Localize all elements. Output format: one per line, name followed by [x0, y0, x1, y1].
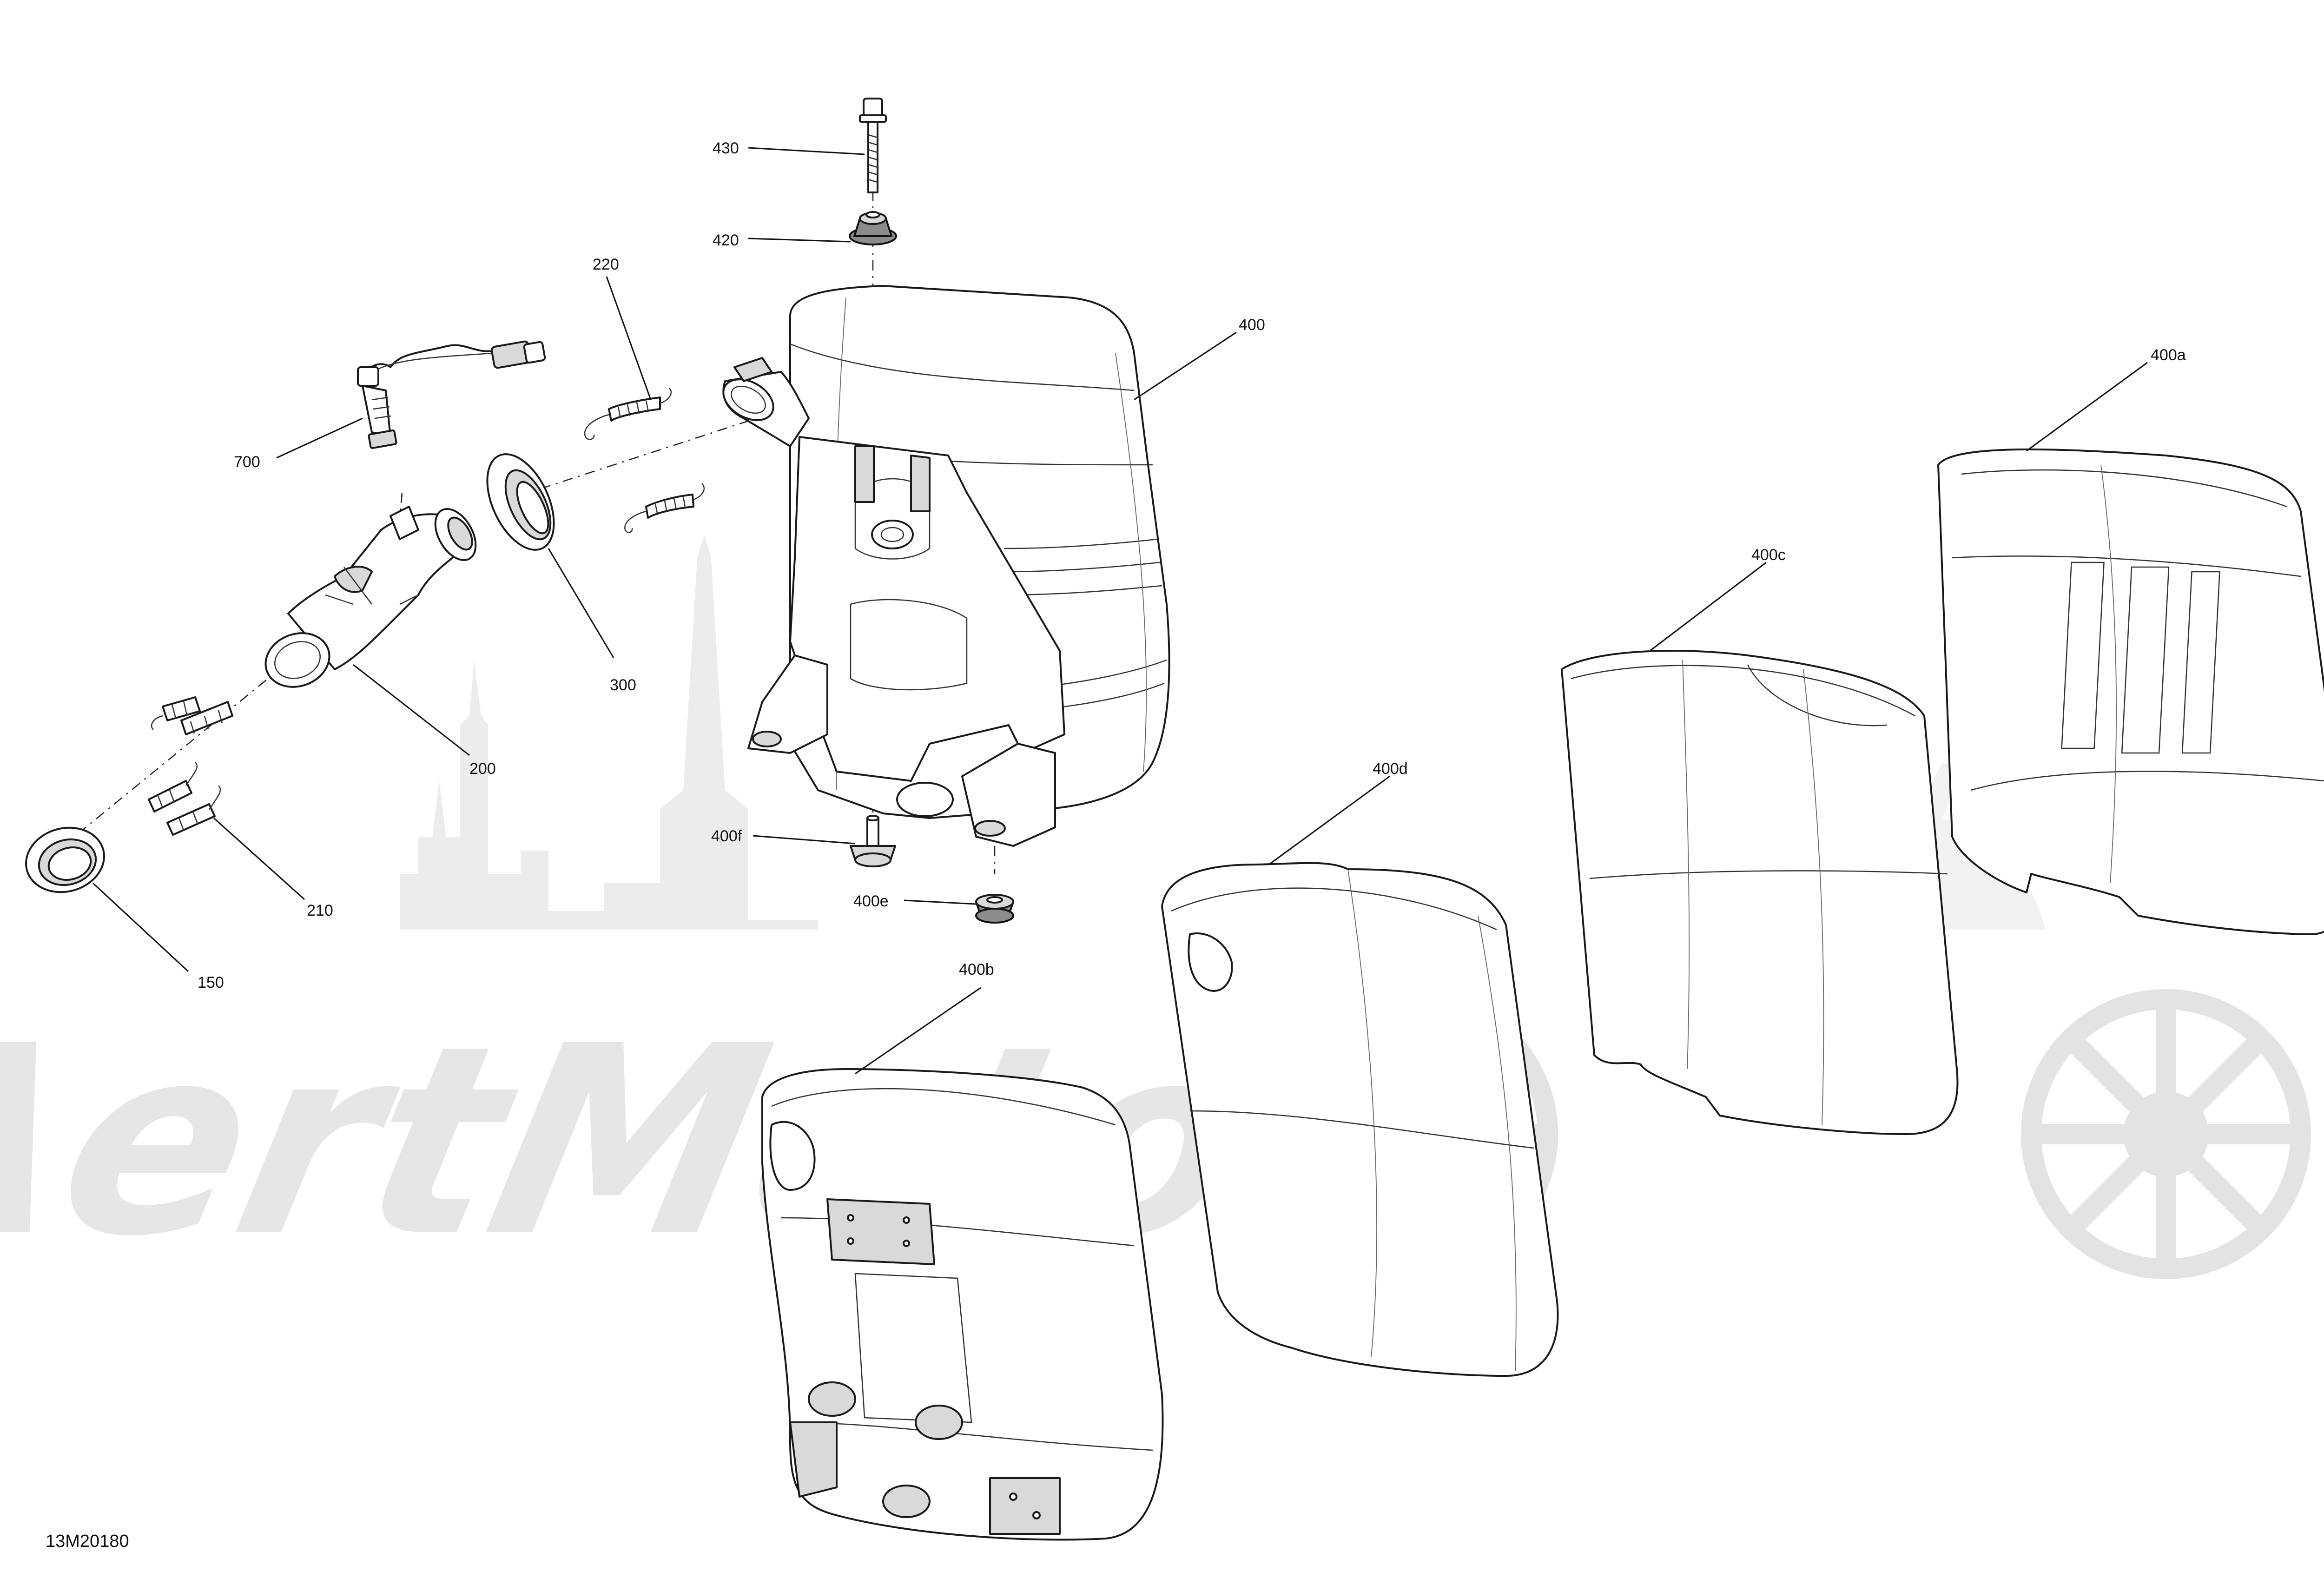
part-150-ring-gasket [25, 826, 105, 893]
part-420-grommet [849, 211, 897, 245]
callout-400d: 400d [1373, 760, 1408, 778]
callout-300: 300 [610, 676, 636, 694]
part-430-bolt [859, 98, 887, 193]
callout-400e: 400e [853, 892, 889, 910]
part-400e-mount [975, 894, 1014, 924]
callout-700: 700 [234, 453, 260, 471]
callout-200: 200 [469, 760, 496, 778]
callout-400c: 400c [1751, 546, 1786, 564]
part-400-muffler [722, 285, 1170, 847]
part-200-exhaust-pipe [264, 506, 477, 688]
callout-220: 220 [593, 256, 619, 273]
part-400b-heat-shield [761, 1068, 1164, 1541]
part-400a-heat-shield [1937, 448, 2324, 935]
part-210-springs [148, 696, 233, 836]
part-400c-heat-shield [1561, 650, 1959, 1135]
leader-lines [92, 147, 2148, 1075]
callout-400f: 400f [711, 827, 742, 845]
part-400f-stud [850, 815, 896, 867]
part-400d-heat-shield [1161, 862, 1559, 1377]
part-220-springs [584, 388, 705, 533]
callout-430: 430 [713, 139, 739, 157]
part-700-oxygen-sensor [357, 340, 546, 449]
callout-labels: 430 420 220 400 400a 700 300 400c 200 40… [198, 139, 2186, 991]
callout-150: 150 [198, 974, 224, 991]
part-300-gasket [486, 453, 555, 551]
callout-400: 400 [1239, 316, 1265, 334]
callout-400b: 400b [959, 961, 994, 978]
drawing-number: 13M20180 [46, 1532, 129, 1551]
callout-420: 420 [713, 231, 739, 249]
callout-400a: 400a [2151, 346, 2186, 364]
callout-210: 210 [307, 902, 333, 919]
